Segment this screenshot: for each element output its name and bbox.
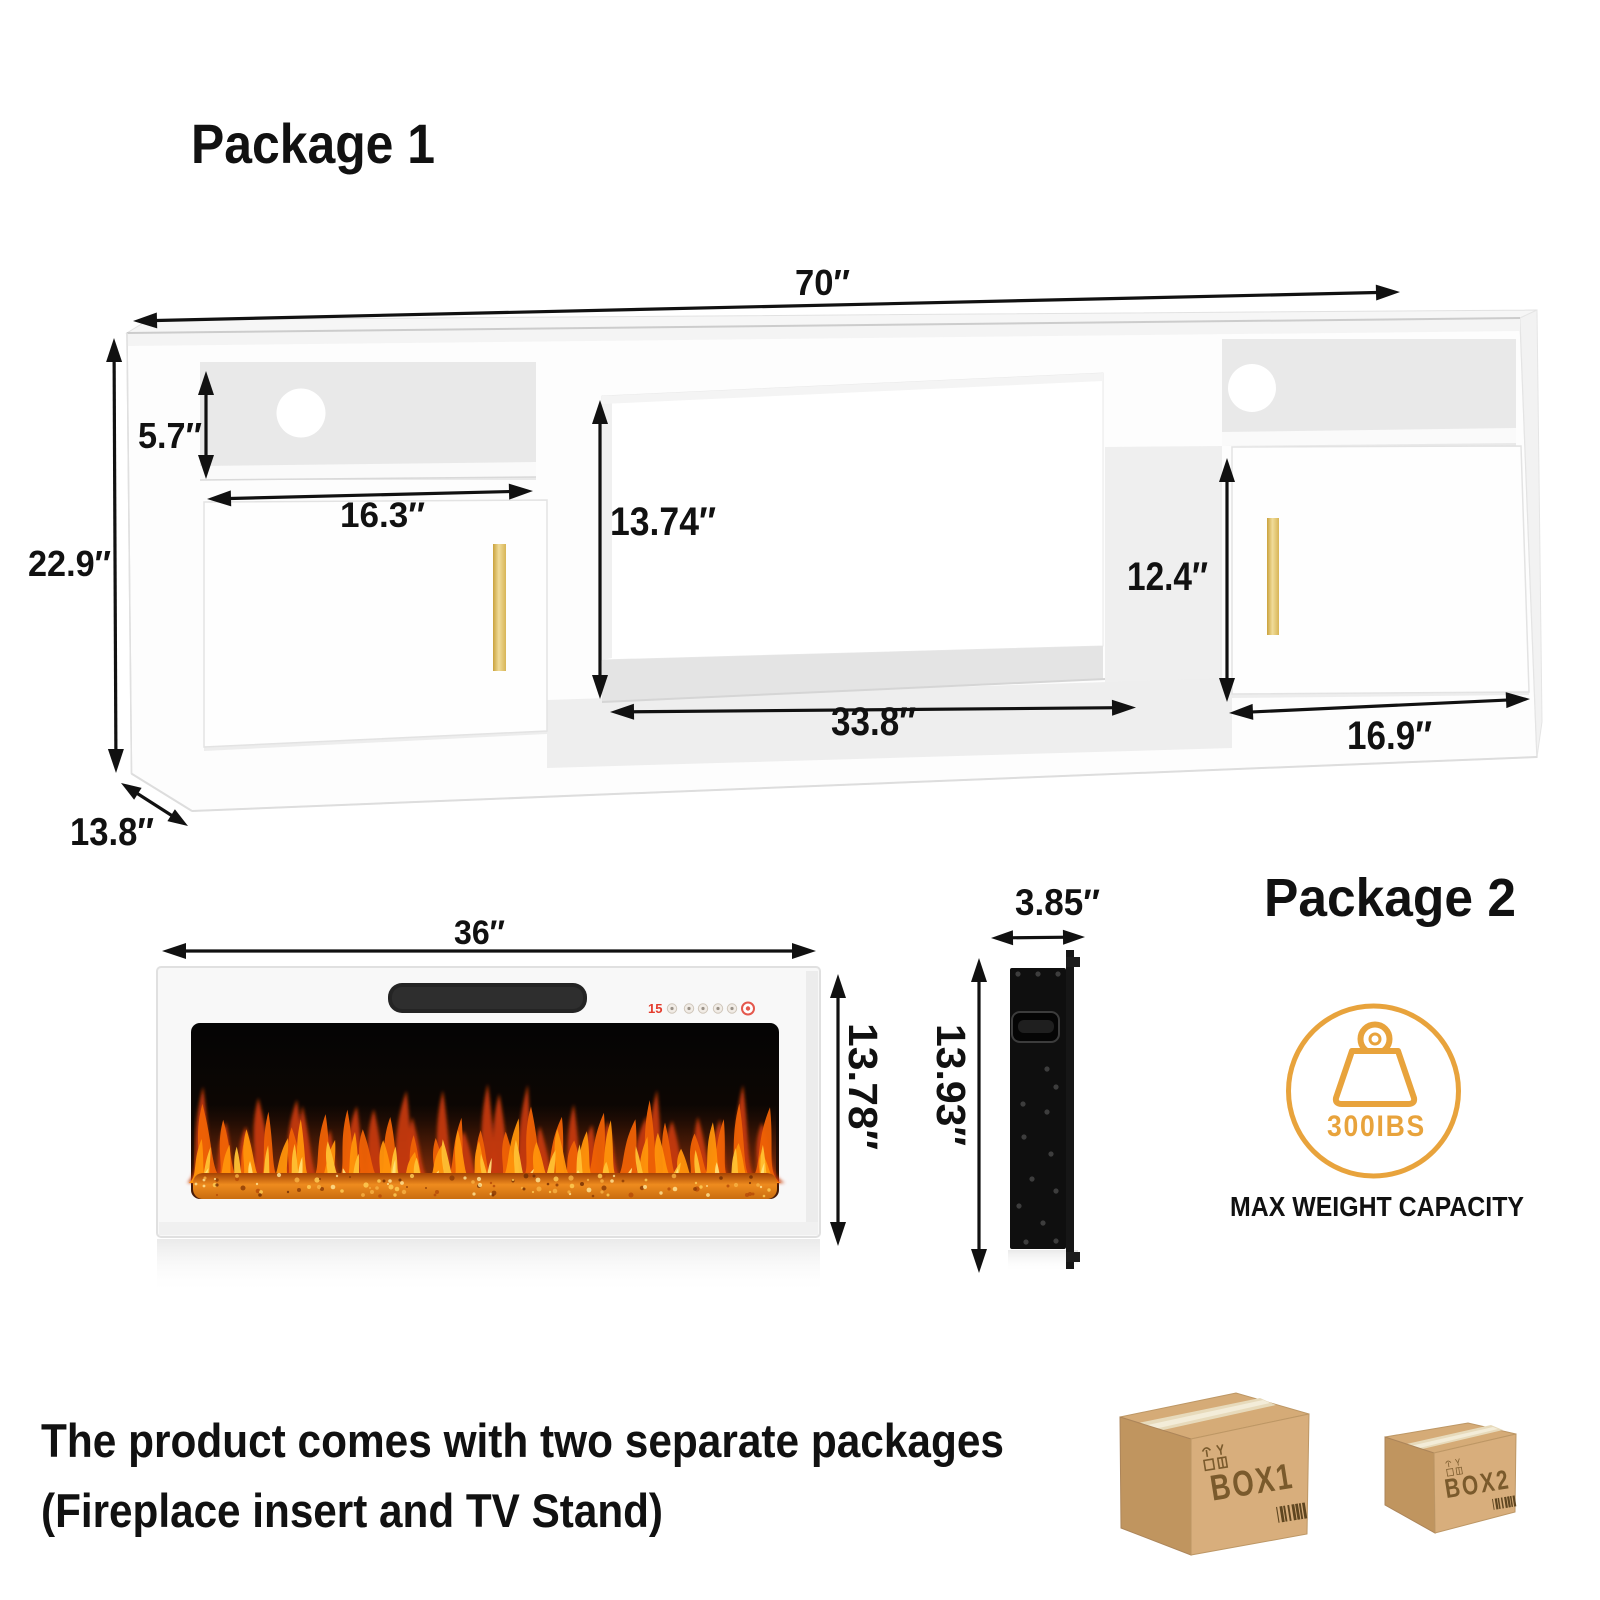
- svg-text:300IBS: 300IBS: [1327, 1110, 1426, 1143]
- svg-text:Package 2: Package 2: [1264, 868, 1516, 928]
- svg-text:13.93″: 13.93″: [928, 1024, 974, 1146]
- svg-text:15: 15: [648, 1001, 662, 1016]
- svg-text:36″: 36″: [454, 914, 505, 952]
- svg-text:13.78″: 13.78″: [840, 1023, 886, 1150]
- svg-text:16.3″: 16.3″: [340, 496, 425, 535]
- svg-text:33.8″: 33.8″: [831, 700, 916, 744]
- svg-text:The product comes with two sep: The product comes with two separate pack…: [41, 1414, 1004, 1467]
- svg-text:(Fireplace insert and TV Stand: (Fireplace insert and TV Stand): [41, 1484, 663, 1537]
- svg-text:3.85″: 3.85″: [1015, 882, 1100, 923]
- svg-text:5.7″: 5.7″: [138, 415, 202, 456]
- svg-text:22.9″: 22.9″: [28, 543, 111, 584]
- svg-text:70″: 70″: [795, 262, 850, 303]
- svg-text:13.8″: 13.8″: [70, 811, 154, 854]
- svg-text:16.9″: 16.9″: [1347, 714, 1432, 758]
- svg-text:12.4″: 12.4″: [1127, 555, 1208, 599]
- svg-text:13.74″: 13.74″: [610, 500, 716, 544]
- svg-text:MAX WEIGHT CAPACITY: MAX WEIGHT CAPACITY: [1230, 1191, 1524, 1222]
- svg-text:Package 1: Package 1: [191, 112, 435, 175]
